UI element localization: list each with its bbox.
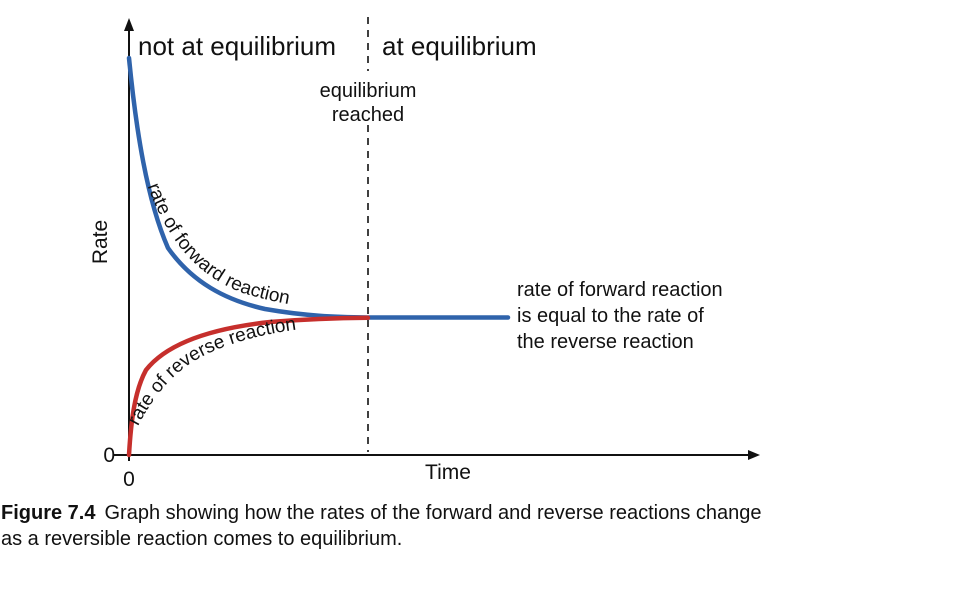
equilibrium-reached-label-line1: equilibrium <box>320 80 417 102</box>
reverse-rate-curve <box>126 315 371 458</box>
figure-caption-line1: Figure 7.4 Graph showing how the rates of… <box>1 502 762 524</box>
x-axis-arrow-icon <box>748 450 760 460</box>
y-axis-label: Rate <box>89 220 112 264</box>
y-axis-arrow-icon <box>124 18 134 31</box>
figure-caption-line2: as a reversible reaction comes to equili… <box>1 528 402 550</box>
plateau-annotation-line1: rate of forward reaction <box>517 279 723 301</box>
x-axis-zero-tick-label: 0 <box>123 468 135 491</box>
not-at-equilibrium-label: not at equilibrium <box>138 31 336 61</box>
at-equilibrium-label: at equilibrium <box>382 31 537 61</box>
forward-rate-curve <box>126 55 511 320</box>
equilibrium-reached-label-line2: reached <box>332 104 404 126</box>
plateau-annotation-line3: the reverse reaction <box>517 331 694 353</box>
figure-caption-text1: Graph showing how the rates of the forwa… <box>104 502 761 524</box>
x-axis-label: Time <box>425 461 471 484</box>
plateau-annotation-line2: is equal to the rate of <box>517 305 704 327</box>
figure-caption-number: Figure 7.4 <box>1 502 96 524</box>
y-axis-zero-tick-label: 0 <box>103 444 115 467</box>
